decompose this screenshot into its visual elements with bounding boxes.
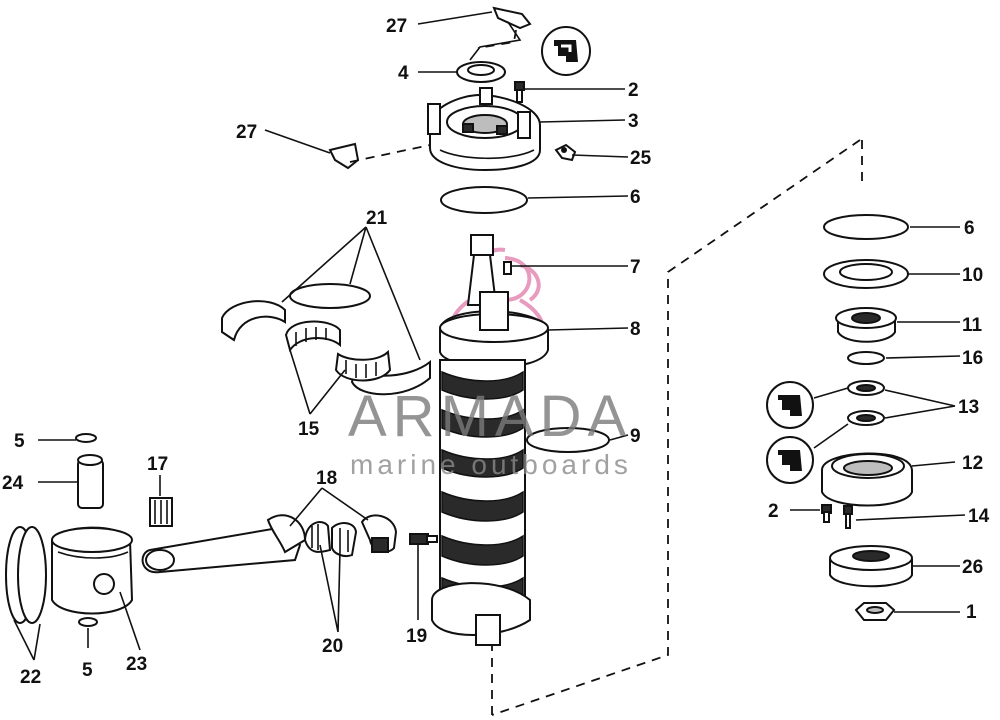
assembly-dashed-outline [491, 139, 863, 716]
part-22-piston-rings [5, 526, 47, 624]
callout-labels: 27 4 2 3 27 25 6 21 7 8 15 9 5 17 24 18 … [2, 16, 990, 688]
callout-11: 11 [962, 315, 983, 336]
callout-3: 3 [628, 111, 639, 132]
part-23-piston [51, 526, 134, 615]
callout-1: 1 [966, 602, 977, 623]
callout-21: 21 [366, 208, 388, 229]
part-2-screw-top [514, 81, 525, 103]
callout-4: 4 [398, 63, 409, 84]
sealant-icon [541, 26, 591, 76]
callout-25: 25 [630, 148, 652, 169]
part-6-o-ring-lower [823, 214, 909, 240]
part-20-bearing-cages [303, 521, 358, 558]
part-3-upper-bearing-housing [427, 87, 541, 172]
part-24-piston-pin [77, 454, 104, 509]
callout-27-top: 27 [386, 16, 407, 37]
part-15-needle-cage-left [284, 320, 341, 353]
part-16-snap-ring [847, 351, 885, 365]
callout-6-upper: 6 [630, 187, 641, 208]
sealant-icon-upper [766, 381, 814, 429]
callout-17: 17 [147, 454, 168, 475]
part-5-clip-top [75, 433, 97, 443]
leader-lines [13, 11, 966, 661]
part-14-screw [843, 505, 853, 529]
part-1-nut [854, 602, 896, 621]
callout-18: 18 [316, 468, 337, 489]
watermark-tagline: marine outboards [350, 449, 632, 480]
callout-8: 8 [630, 319, 641, 340]
part-5-clip-bottom [78, 617, 98, 627]
callout-2-top: 2 [628, 80, 639, 101]
part-19-rod-bolt [409, 533, 438, 545]
callout-27-lower: 27 [236, 122, 257, 143]
part-26-flywheel-hub [829, 545, 913, 588]
part-18-rod-cap [360, 514, 398, 553]
callout-14: 14 [968, 506, 990, 527]
part-27-lower-bracket [328, 142, 431, 170]
callout-5-bottom: 5 [82, 660, 93, 681]
part-7-key [503, 261, 512, 275]
part-21-bearing-half-left [221, 300, 286, 342]
part-6-o-ring-upper [440, 186, 528, 214]
part-8-crankshaft [431, 234, 549, 646]
callout-24: 24 [2, 473, 24, 494]
part-2-screw-lower [821, 504, 832, 523]
callout-13: 13 [958, 397, 979, 418]
sealant-icon-lower [766, 436, 814, 484]
part-17-needle-bearing [149, 497, 173, 527]
callout-16: 16 [962, 348, 983, 369]
part-9-ring [526, 427, 610, 453]
part-12-lower-bearing-housing [821, 452, 913, 507]
part-13-seal-lower [847, 410, 885, 426]
callout-20: 20 [322, 636, 343, 657]
callout-9: 9 [630, 426, 641, 447]
callout-19: 19 [406, 626, 427, 647]
part-10-retainer-plate [823, 259, 909, 289]
callout-23: 23 [126, 654, 147, 675]
part-11-ball-bearing [835, 307, 897, 343]
part-27-top-bracket [469, 6, 532, 61]
callout-2-lower: 2 [768, 501, 779, 522]
callout-26: 26 [962, 557, 983, 578]
callout-22: 22 [20, 667, 41, 688]
part-13-seal-upper [847, 380, 885, 396]
watermark: ARMADA marine outboards [348, 384, 632, 480]
callout-6-lower: 6 [964, 218, 975, 239]
callout-12: 12 [962, 453, 983, 474]
callout-15: 15 [298, 419, 320, 440]
callout-5-top: 5 [14, 431, 25, 452]
callout-7: 7 [630, 257, 641, 278]
watermark-brand: ARMADA [348, 384, 632, 449]
part-15-needle-cage-right [334, 349, 392, 382]
callout-10: 10 [962, 265, 983, 286]
part-4-seal [456, 61, 506, 83]
part-25-clip [554, 143, 577, 162]
part-21-ring [289, 283, 371, 309]
